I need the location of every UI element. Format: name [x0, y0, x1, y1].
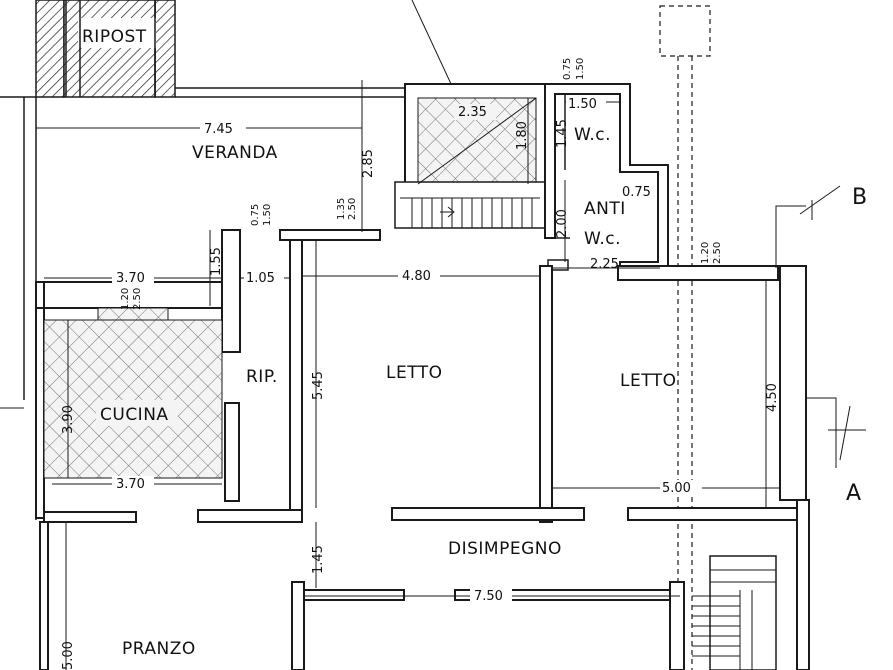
- dim-win-a-top: 0.75: [250, 204, 261, 226]
- room-label-ripost: RIPOST: [82, 27, 147, 47]
- room-label-cucina: CUCINA: [100, 405, 169, 425]
- dim-wc-depth: 1.45: [555, 119, 570, 148]
- room-label-disimpegno: DISIMPEGNO: [448, 539, 562, 559]
- dim-anti-width: 2.25: [590, 257, 619, 272]
- dim-veranda-width: 7.45: [204, 122, 233, 137]
- dim-win-a-bottom: 1.50: [262, 204, 273, 226]
- dim-disimpegno-width: 7.50: [474, 589, 503, 604]
- dim-wc-window-bottom: 1.50: [575, 58, 586, 80]
- room-label-veranda: VERANDA: [192, 143, 278, 163]
- dim-pranzo-depth: 5.00: [61, 641, 76, 670]
- room-label-letto-2: LETTO: [620, 371, 677, 391]
- dim-cucina-height: 3.90: [61, 405, 76, 434]
- ripost-block: [35, 0, 176, 98]
- dim-win-d-top: 1.20: [700, 242, 711, 264]
- dim-anti-side: 0.75: [622, 185, 651, 200]
- dim-cucina-top: 3.70: [116, 271, 145, 286]
- stair-lower: [692, 555, 777, 670]
- room-label-anti: ANTI: [584, 199, 626, 219]
- section-mark-b: [775, 185, 841, 268]
- dim-letto1-width: 4.80: [402, 269, 431, 284]
- room-label-letto-1: LETTO: [386, 363, 443, 383]
- section-mark-a: [806, 397, 866, 468]
- room-label-rip: RIP.: [246, 367, 278, 387]
- dim-win-d-bottom: 2.50: [712, 242, 723, 264]
- cucina-floor: [43, 319, 223, 479]
- dim-stair-depth: 1.80: [515, 121, 530, 150]
- dim-stair-width: 2.35: [458, 105, 487, 120]
- dim-win-c-top: 1.20: [120, 288, 131, 310]
- room-label-pranzo: PRANZO: [122, 639, 196, 659]
- dim-cucina-bottom: 3.70: [116, 477, 145, 492]
- dim-wc-width: 1.50: [568, 97, 597, 112]
- dim-anti-depth: 2.00: [555, 209, 570, 238]
- section-letter-a: A: [846, 481, 862, 506]
- dim-wc-window-top: 0.75: [562, 58, 573, 80]
- dim-win-b-bottom: 2.50: [347, 198, 358, 220]
- dim-veranda-depth: 2.85: [361, 149, 376, 178]
- dim-win-c-bottom: 2.50: [132, 288, 143, 310]
- dim-letto1-depth: 5.45: [311, 371, 326, 400]
- section-letter-b: B: [852, 185, 868, 210]
- dim-letto2-depth: 4.50: [765, 383, 780, 412]
- wc-block: [544, 83, 669, 271]
- cucina-tile: [97, 307, 169, 321]
- room-label-anti-wc: W.c.: [584, 229, 621, 249]
- shaft: [659, 5, 711, 670]
- dim-disimpegno-depth: 1.45: [311, 545, 326, 574]
- room-label-wc: W.c.: [574, 125, 611, 145]
- dim-cucina-side: 1.55: [209, 247, 224, 276]
- dim-rip-width: 1.05: [246, 271, 275, 286]
- interior-walls: [35, 229, 810, 670]
- dim-win-b-top: 1.35: [336, 198, 347, 220]
- dim-letto2-width: 5.00: [662, 481, 691, 496]
